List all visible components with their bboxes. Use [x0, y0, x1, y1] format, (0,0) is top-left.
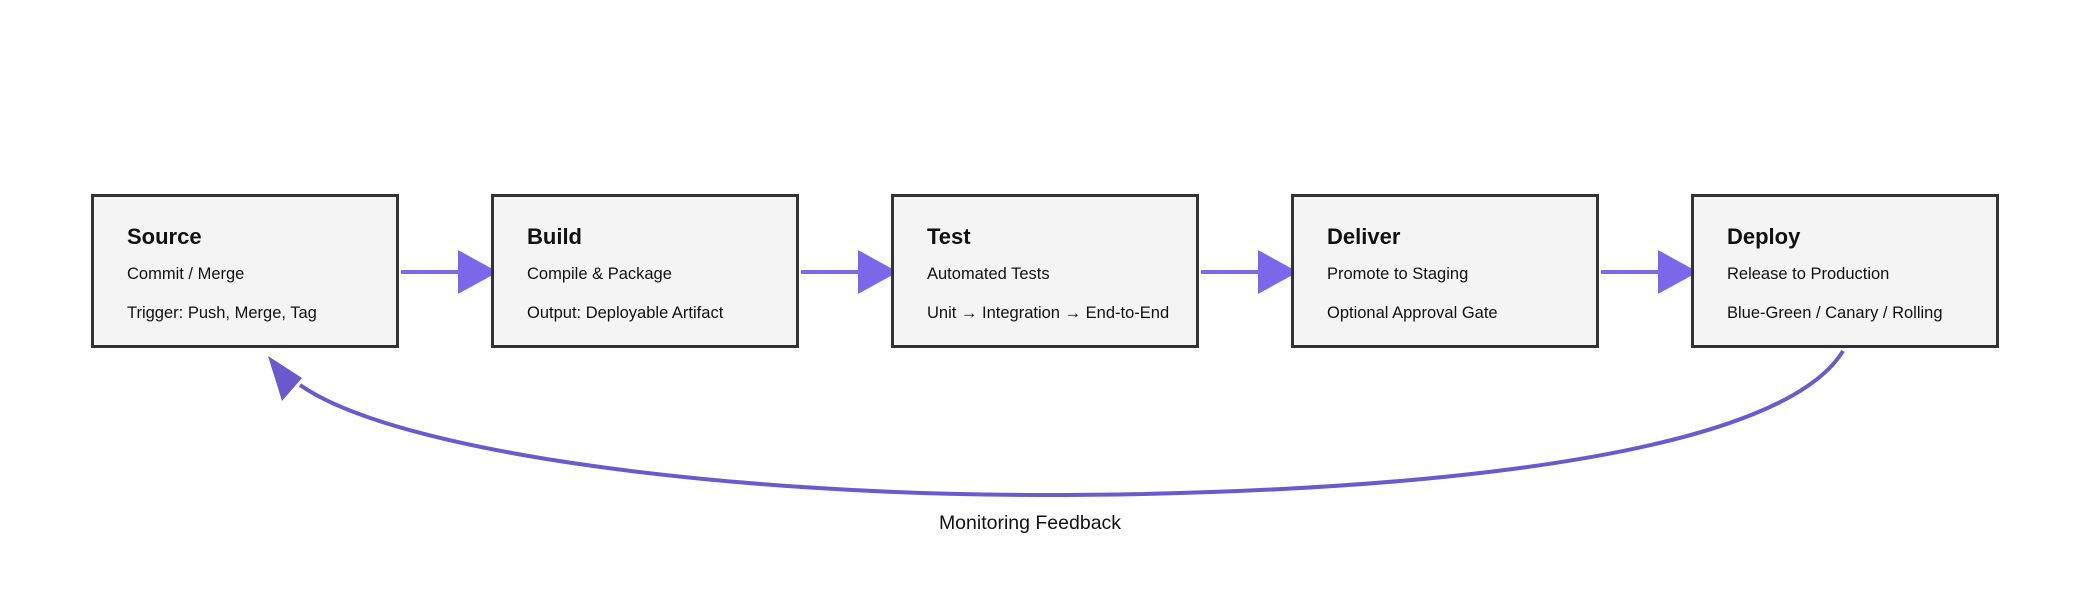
stage-build: Build Compile & Package Output: Deployab… — [491, 194, 799, 348]
feedback-arrow — [268, 349, 1845, 498]
stage-detail: Release to Production — [1727, 265, 1890, 283]
stage-detail: Automated Tests — [927, 265, 1050, 283]
stage-title: Deliver — [1327, 224, 1401, 249]
stage-source: Source Commit / Merge Trigger: Push, Mer… — [91, 194, 399, 348]
stage-detail: Compile & Package — [527, 265, 672, 283]
stage-detail: Commit / Merge — [127, 265, 245, 283]
stage-test: Test Automated Tests Unit → Integration … — [891, 194, 1199, 348]
stage-title: Source — [127, 224, 202, 249]
stage-deploy: Deploy Release to Production Blue-Green … — [1691, 194, 1999, 348]
arrowhead — [858, 250, 898, 294]
feedback-curve — [298, 349, 1845, 498]
stage-detail: Optional Approval Gate — [1327, 304, 1498, 322]
arrowhead — [1658, 250, 1698, 294]
stage-detail: Unit → Integration → End-to-End — [927, 304, 1170, 322]
stage-deliver: Deliver Promote to Staging Optional Appr… — [1291, 194, 1599, 348]
stage-title: Deploy — [1727, 224, 1801, 249]
arrow-source-to-build — [401, 250, 498, 294]
arrowhead — [458, 250, 498, 294]
feedback-label: Monitoring Feedback — [938, 512, 1122, 534]
stage-detail: Promote to Staging — [1327, 265, 1469, 283]
arrow-test-to-deliver — [1201, 250, 1298, 294]
stage-detail: Output: Deployable Artifact — [527, 304, 724, 322]
arrowhead — [1258, 250, 1298, 294]
stage-title: Build — [527, 224, 582, 249]
arrow-build-to-test — [801, 250, 898, 294]
stage-title: Test — [927, 224, 971, 249]
arrow-deliver-to-deploy — [1601, 250, 1698, 294]
feedback-arrowhead — [268, 356, 302, 401]
stage-detail: Blue-Green / Canary / Rolling — [1727, 304, 1943, 322]
stage-detail: Trigger: Push, Merge, Tag — [127, 304, 317, 322]
